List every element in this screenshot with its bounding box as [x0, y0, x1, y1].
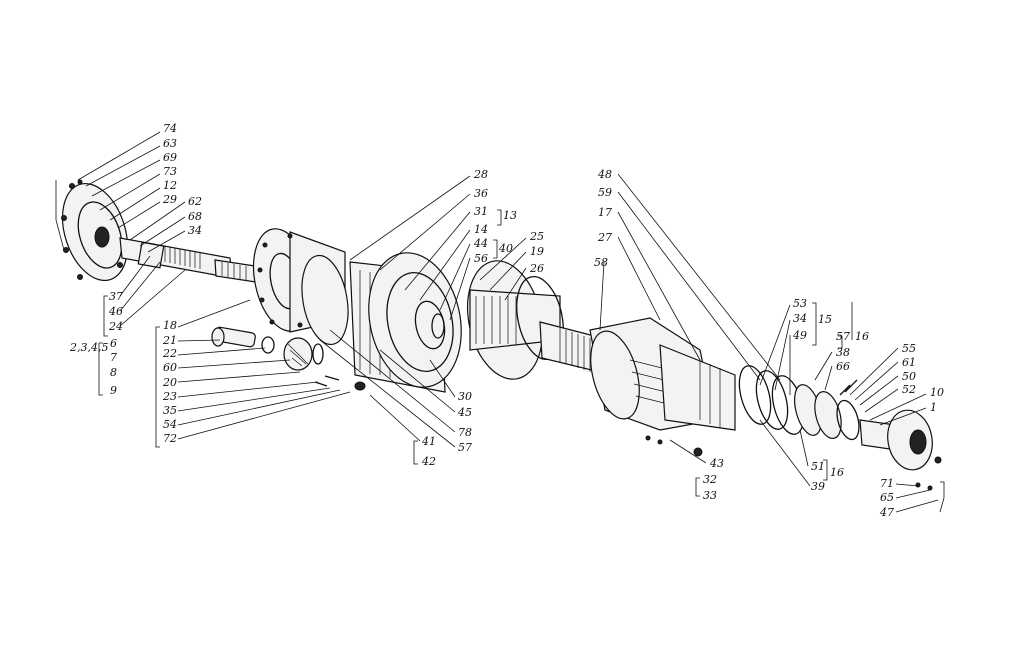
label-65: 65 [880, 491, 894, 504]
label-44: 44 [473, 237, 488, 250]
label-73: 73 [163, 165, 177, 178]
label-55: 55 [902, 342, 916, 355]
label-12: 12 [163, 179, 177, 192]
label-18: 18 [163, 319, 177, 332]
label-72: 72 [163, 432, 177, 445]
label-39: 39 [811, 480, 825, 493]
label-60: 60 [163, 361, 177, 374]
label-71: 71 [880, 477, 894, 490]
label-6: 6 [110, 337, 117, 350]
label-9: 9 [110, 384, 117, 397]
label-35: 35 [163, 404, 177, 417]
label-59: 59 [598, 186, 612, 199]
label-16: 16 [855, 330, 869, 343]
label-26: 26 [529, 262, 544, 275]
label-51: 51 [811, 460, 825, 473]
label-37: 37 [109, 290, 123, 303]
label-23: 23 [162, 390, 177, 403]
left-flange-cover [61, 179, 129, 282]
label-14: 14 [474, 223, 488, 236]
label-63: 63 [163, 137, 177, 150]
label-46: 46 [108, 305, 123, 318]
label-48: 48 [597, 168, 612, 181]
label-29: 29 [162, 193, 177, 206]
label-40: 40 [498, 242, 513, 255]
callout-labels: 74 63 69 73 12 29 62 68 34 37 46 24 2,3,… [69, 122, 944, 519]
label-7: 7 [110, 351, 117, 364]
parts-drawing [61, 179, 942, 491]
label-52: 52 [902, 383, 916, 396]
label-32: 32 [703, 473, 717, 486]
label-34: 34 [188, 224, 202, 237]
label-66: 66 [836, 360, 850, 373]
brake-drum-housing [301, 252, 462, 393]
label-16-bottom: 16 [830, 466, 844, 479]
gear-ring [467, 260, 564, 380]
label-57-right: 57 [836, 330, 850, 343]
label-54: 54 [163, 418, 177, 431]
small-parts-left [211, 326, 366, 391]
label-19: 19 [530, 245, 544, 258]
label-33: 33 [703, 489, 717, 502]
label-22: 22 [162, 347, 177, 360]
label-74: 74 [163, 122, 177, 135]
label-25: 25 [529, 230, 544, 243]
label-13: 13 [503, 209, 517, 222]
label-53: 53 [793, 297, 807, 310]
label-38: 38 [836, 346, 850, 359]
label-21: 21 [162, 334, 177, 347]
label-50: 50 [902, 370, 916, 383]
label-49: 49 [792, 329, 807, 342]
right-flange [859, 409, 942, 491]
label-28: 28 [473, 168, 488, 181]
label-15: 15 [818, 313, 832, 326]
label-68: 68 [188, 210, 202, 223]
label-42: 42 [421, 455, 436, 468]
label-56: 56 [474, 252, 488, 265]
label-2345: 2,3,4,5 [69, 341, 108, 354]
label-27: 27 [597, 231, 612, 244]
label-43: 43 [709, 457, 724, 470]
label-57-mid: 57 [458, 441, 472, 454]
label-1: 1 [930, 401, 937, 414]
axle-housing [589, 317, 736, 457]
label-47: 47 [879, 506, 894, 519]
label-20: 20 [162, 376, 177, 389]
label-62: 62 [188, 195, 202, 208]
label-24: 24 [108, 320, 123, 333]
leader-lines [55, 131, 945, 513]
label-31: 31 [474, 205, 488, 218]
main-shaft [119, 237, 257, 283]
label-36: 36 [474, 187, 488, 200]
bearing-rings-right [738, 365, 860, 441]
label-10: 10 [930, 386, 944, 399]
label-17: 17 [598, 206, 612, 219]
label-30: 30 [458, 390, 472, 403]
label-61: 61 [902, 356, 916, 369]
label-34-right: 34 [793, 312, 807, 325]
label-41: 41 [421, 435, 436, 448]
label-45: 45 [457, 406, 472, 419]
label-8: 8 [110, 366, 117, 379]
label-58: 58 [594, 256, 608, 269]
label-78: 78 [458, 426, 472, 439]
label-69: 69 [163, 151, 177, 164]
